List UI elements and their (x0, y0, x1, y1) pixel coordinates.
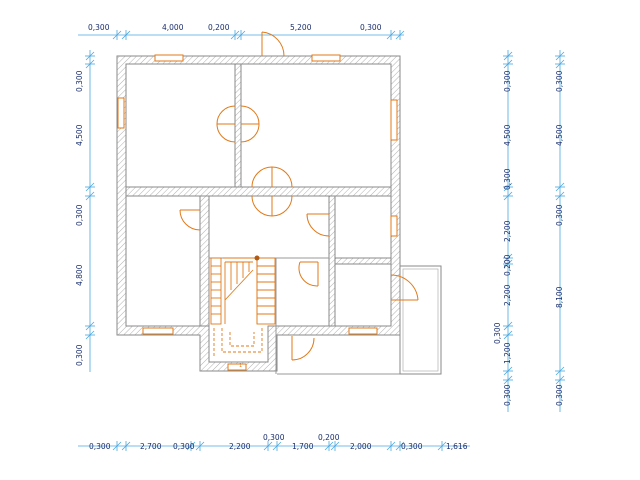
dim-left-4: 0,300 (75, 344, 84, 366)
dim-right-inner-0: 0,300 (503, 70, 512, 92)
stair-run-left (210, 257, 222, 325)
window-left-upper (117, 97, 125, 129)
dim-right-inner-4: 0,200 (503, 254, 512, 276)
dim-right-inner-3: 2,200 (503, 220, 512, 242)
dim-left-0: 0,300 (75, 70, 84, 92)
walls (116, 55, 401, 372)
dimension-chain-right-inner: 0,300 4,500 0,300 2,200 0,200 2,200 0,30… (493, 50, 513, 412)
window-bottom-left (142, 327, 174, 335)
stair-lower-dashed (213, 328, 263, 356)
interior-wall-top-vertical (234, 63, 242, 188)
staircase: 1 (210, 255, 276, 369)
dimension-chain-bottom: 0,300 2,700 0,300 2,200 0,300 1,700 0,20… (78, 433, 470, 451)
dim-bottom-8: 0,300 (401, 442, 423, 451)
stair-run-right (256, 257, 276, 325)
interior-wall-hall-right (328, 195, 336, 327)
doors (179, 31, 419, 361)
dim-right-inner-8: 0,300 (503, 384, 512, 406)
dim-right-inner-5: 2,200 (503, 284, 512, 306)
dim-left-3: 4,800 (75, 264, 84, 286)
interior-wall-horizontal (125, 186, 392, 197)
dim-right-outer-1: 4,500 (555, 124, 564, 146)
door-terrace (390, 274, 419, 301)
interior-wall-hall-left (199, 195, 210, 327)
dim-top-2: 0,200 (208, 23, 230, 32)
dim-right-outer-2: 0,300 (555, 204, 564, 226)
stair-marker-label: 1 (239, 363, 242, 369)
outer-wall (116, 55, 401, 372)
dim-right-outer-4: 0,300 (555, 384, 564, 406)
window-right-upper (390, 99, 398, 141)
door-small-room (306, 213, 330, 237)
dim-bottom-4: 0,300 (263, 433, 285, 442)
dim-bottom-7: 2,000 (350, 442, 372, 451)
window-bottom-right (348, 327, 378, 335)
dim-right-inner-6: 0,300 (493, 322, 502, 344)
window-top-left (154, 54, 184, 62)
dimension-chain-right-outer: 0,300 4,500 0,300 8,100 0,300 (555, 50, 565, 412)
dim-left-2: 0,300 (75, 204, 84, 226)
dim-left-1: 4,500 (75, 124, 84, 146)
window-top-right (311, 54, 341, 62)
dim-right-outer-3: 8,100 (555, 286, 564, 308)
dim-top-1: 4,000 (162, 23, 184, 32)
dim-right-inner-2: 0,300 (503, 168, 512, 190)
door-utility (291, 336, 315, 361)
dim-bottom-9: 1,616 (446, 442, 468, 451)
partitions (209, 257, 441, 375)
window-right-mid (390, 215, 398, 237)
dim-bottom-3: 2,200 (229, 442, 251, 451)
dim-bottom-5: 1,700 (292, 442, 314, 451)
terrace (399, 265, 442, 375)
dimension-chain-top: 0,300 4,000 0,200 5,200 0,300 (78, 23, 405, 40)
dim-top-0: 0,300 (88, 23, 110, 32)
stair-landing (223, 257, 255, 324)
windows (117, 54, 398, 371)
dim-right-inner-7: 1,200 (503, 342, 512, 364)
dim-right-inner-1: 4,500 (503, 124, 512, 146)
dimension-chain-left: 0,300 4,500 0,300 4,800 0,300 (75, 50, 95, 372)
dim-bottom-1: 2,700 (140, 442, 162, 451)
dim-top-3: 5,200 (290, 23, 312, 32)
dim-bottom-6: 0,200 (318, 433, 340, 442)
door-hall-partition (298, 261, 319, 287)
dim-right-outer-0: 0,300 (555, 70, 564, 92)
window-bottom-stair (227, 363, 247, 371)
stair-start-marker (254, 255, 260, 261)
interior-wall-bath (334, 257, 392, 265)
door-top-double (216, 105, 260, 143)
dim-bottom-2: 0,300 (173, 442, 195, 451)
dim-bottom-0: 0,300 (89, 442, 111, 451)
door-left-room (179, 209, 201, 231)
door-hall-double (251, 166, 293, 217)
door-entrance (261, 31, 285, 57)
dim-top-4: 0,300 (360, 23, 382, 32)
